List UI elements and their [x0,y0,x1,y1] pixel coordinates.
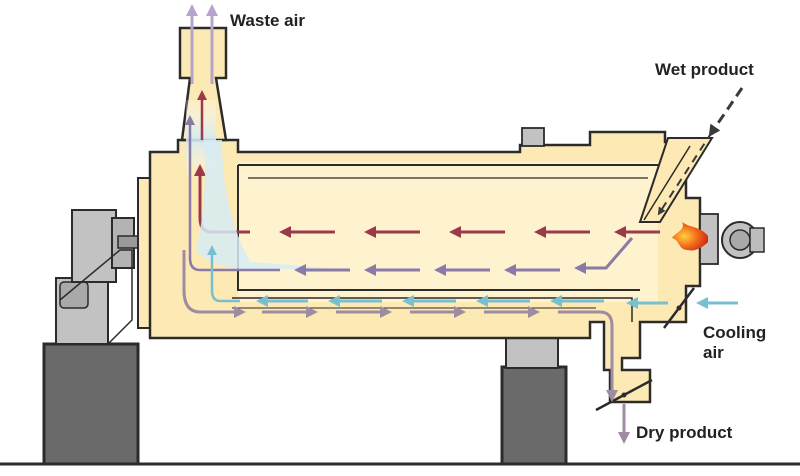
waste-air-flow [186,3,218,140]
cooling-air-label-line1: Cooling [703,323,766,342]
vapour-plume [196,140,330,270]
left-end-flange [137,177,151,329]
right-pedestal [500,365,568,466]
flame-icon [672,222,708,251]
burner [699,213,765,265]
waste-air-label: Waste air [230,11,305,30]
cooling-air-label-line2: air [703,343,724,362]
wet-product-flow [657,87,744,216]
cooling-air-label: Cooling air [703,323,771,362]
product-flow [182,250,630,444]
mixed-air-flow [185,115,634,276]
left-pedestal [42,342,140,466]
drive-unit [55,209,149,345]
dry-product-label: Dry product [636,423,733,442]
cooling-air-flow [207,245,738,309]
wet-product-label: Wet product [655,60,754,79]
